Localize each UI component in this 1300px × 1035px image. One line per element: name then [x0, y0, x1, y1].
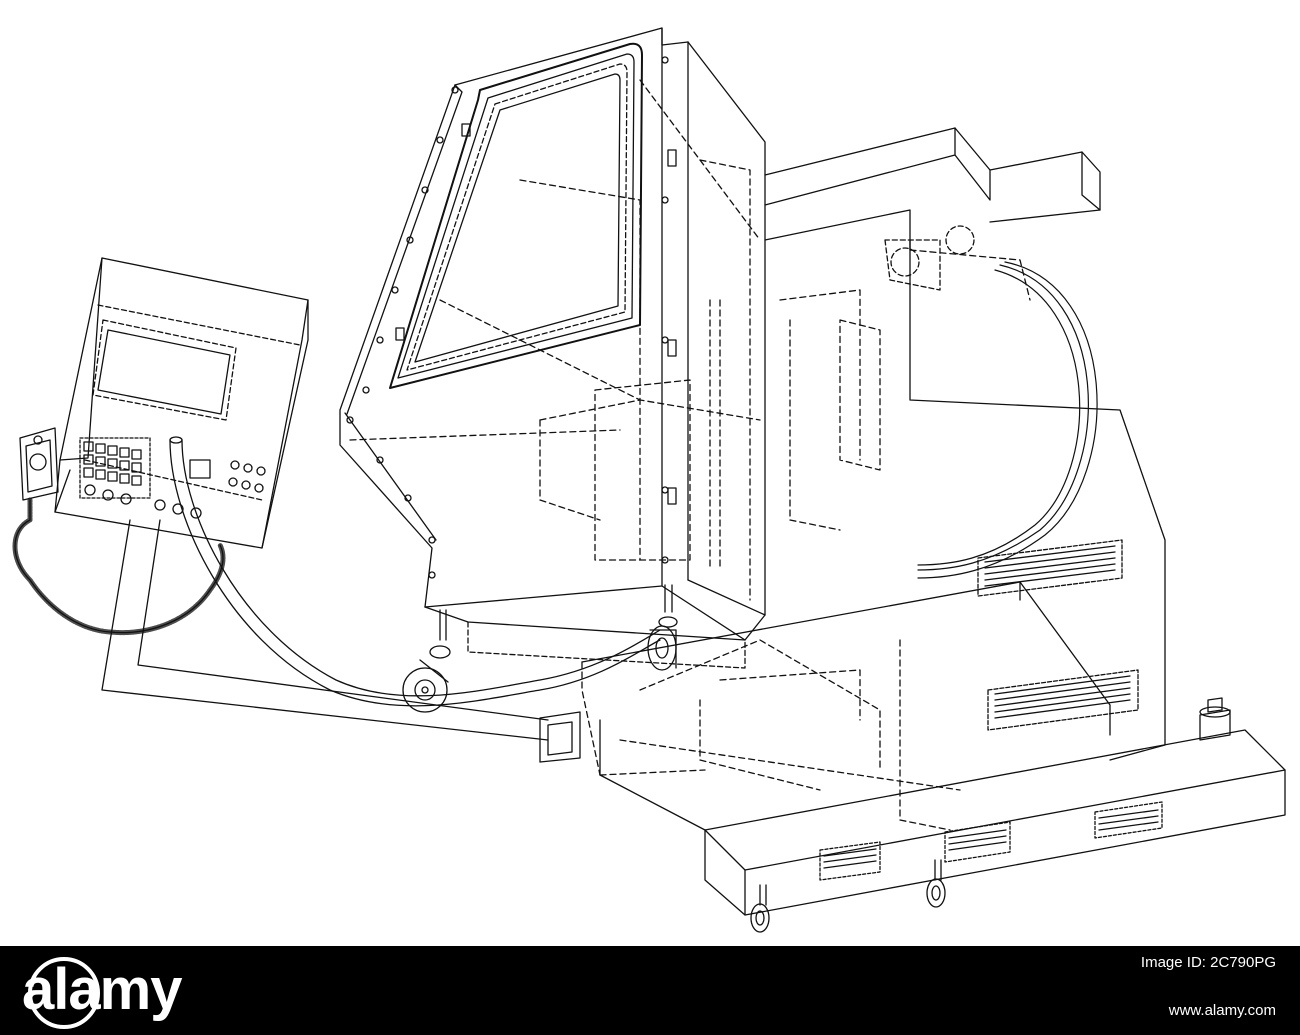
watermark-footer: alamy Image ID: 2C790PG www.alamy.com — [0, 946, 1300, 1035]
spindle-cable — [917, 261, 1098, 579]
logo-ring-icon — [28, 957, 100, 1029]
logo-text: alamy — [22, 957, 182, 1022]
floor-cables — [101, 436, 661, 741]
machine-base — [539, 581, 1286, 916]
panel-buttons — [79, 437, 266, 519]
machine-wireframe-svg — [12, 27, 1286, 933]
machine-rear-body — [764, 127, 1166, 761]
site-url: www.alamy.com — [1168, 1002, 1276, 1019]
wireframe-machine-drawing — [12, 27, 1286, 933]
control-panel — [12, 257, 309, 636]
site-logo: alamy — [22, 954, 182, 1029]
cabinet-enclosure — [339, 27, 766, 669]
image-id-label: Image ID: 2C790PG — [1140, 954, 1276, 971]
caster-wheels — [402, 584, 946, 933]
